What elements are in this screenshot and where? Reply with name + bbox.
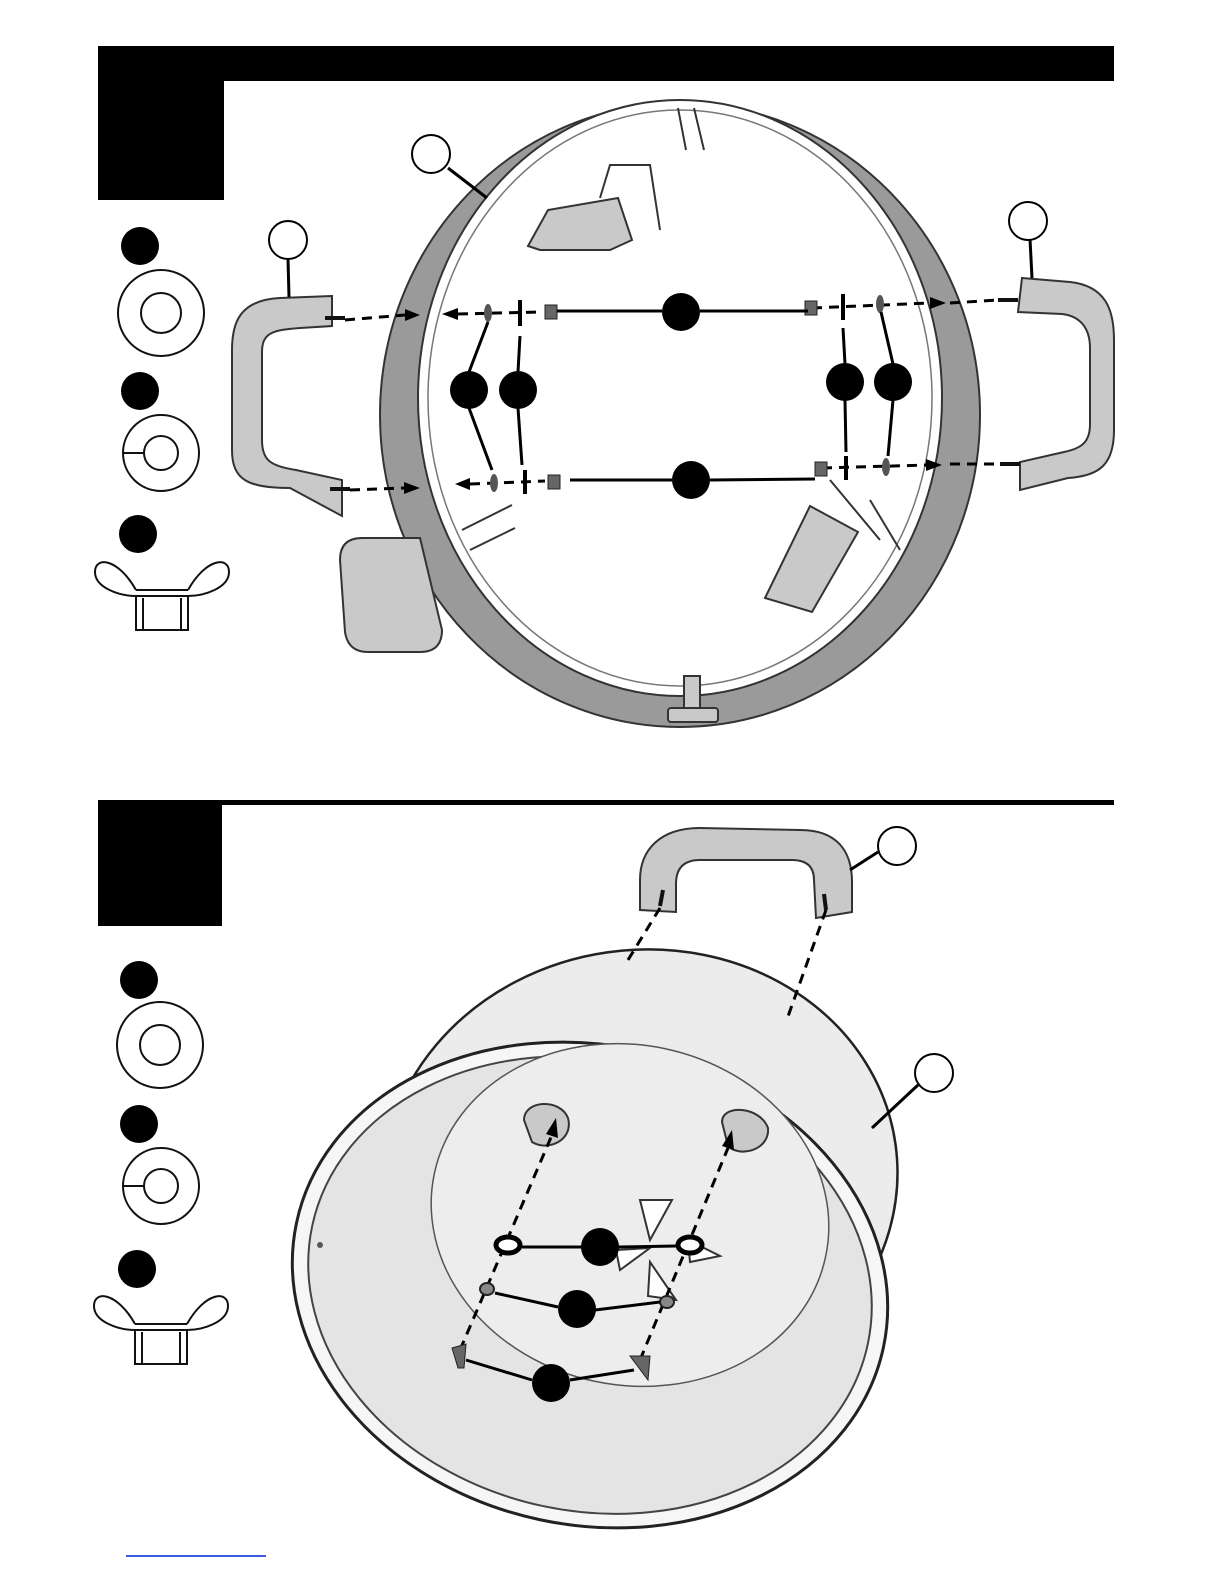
callout-a-right-handle [1009, 202, 1047, 240]
step-b-header-rule [98, 800, 1114, 805]
lock-washer-icon [123, 1148, 199, 1224]
step-a-hardware-legend [95, 227, 229, 630]
callout-a-lock-washer-right [874, 363, 912, 401]
callout-a-flat-washer-left [499, 371, 537, 409]
step-a-number-box [98, 46, 224, 200]
step-b-number-box [98, 800, 222, 926]
lid-handle [640, 828, 852, 918]
callout-a-lock-washer-left [450, 371, 488, 409]
legend-callout-b2 [120, 1105, 158, 1143]
lock-washer-icon [123, 415, 199, 491]
step-a-header-bar [98, 46, 1114, 81]
callout-b-flat-washer [581, 1228, 619, 1266]
callout-b-lid-handle [878, 827, 916, 865]
legend-callout-1 [121, 227, 159, 265]
callout-a-left-handle [269, 221, 307, 259]
flat-washer-icon [117, 1002, 203, 1088]
left-handle [232, 296, 350, 516]
legend-callout-b1 [120, 961, 158, 999]
callout-a-ring [412, 135, 450, 173]
callout-a-wing-nut-top [662, 293, 700, 331]
callout-a-wing-nut-bottom [672, 461, 710, 499]
flat-washer-icon [118, 270, 204, 356]
wing-nut-icon [95, 562, 229, 630]
firebox-ring [340, 100, 980, 727]
legend-callout-2 [121, 372, 159, 410]
step-b [94, 800, 1114, 1582]
step-a [95, 46, 1114, 727]
wing-nut-icon [94, 1296, 228, 1364]
callout-b-wing-nut [532, 1364, 570, 1402]
right-handle [998, 278, 1114, 490]
legend-callout-3 [119, 515, 157, 553]
footer-link-underline[interactable] [126, 1555, 266, 1557]
legend-callout-b3 [118, 1250, 156, 1288]
callout-a-flat-washer-right [826, 363, 864, 401]
callout-b-lock-washer [558, 1290, 596, 1328]
callout-b-lid-bowl [915, 1054, 953, 1092]
step-b-hardware-legend [94, 961, 228, 1364]
